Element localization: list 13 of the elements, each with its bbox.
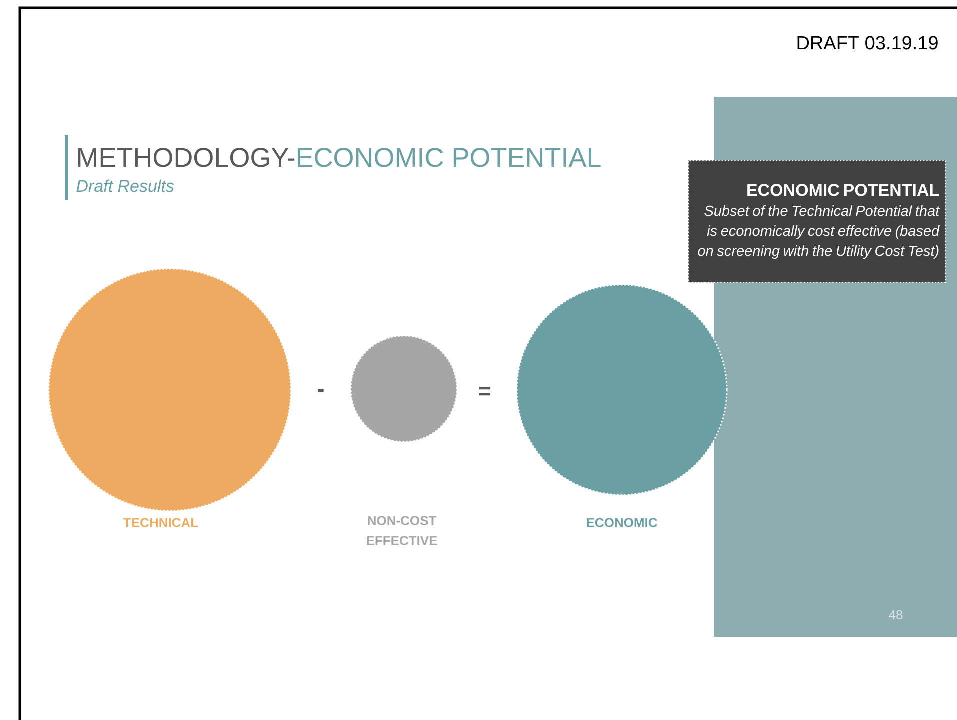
circle-label: TECHNICAL — [124, 518, 198, 528]
circle — [350, 335, 458, 443]
slide-title: METHODOLOGY-ECONOMIC POTENTIAL — [78, 148, 601, 168]
minus-sign: - — [318, 390, 324, 392]
circle — [48, 268, 292, 512]
circle-label: ECONOMIC — [587, 518, 658, 528]
equals-sign: = — [480, 387, 491, 396]
circle — [516, 284, 728, 496]
circle-label: NON-COST EFFECTIVE — [367, 516, 438, 546]
subtitle: Draft Results — [76, 180, 174, 192]
page-number: 48 — [889, 610, 903, 620]
definition-box: ECONOMIC POTENTIAL Subset of the Technical Potential that is economically cost effective (based on screening with the Utility Cost Test) — [688, 160, 946, 284]
draft-label: DRAFT 03.19.19 — [798, 36, 938, 50]
